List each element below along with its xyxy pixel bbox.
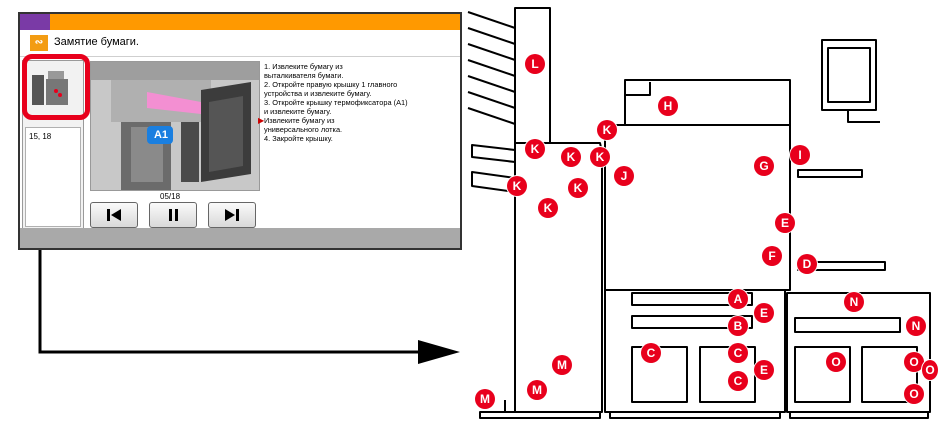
main-unit-lower (604, 289, 786, 413)
marker-l: L (525, 54, 545, 74)
marker-k: K (525, 139, 545, 159)
main-unit-upper (604, 124, 791, 291)
marker-n: N (844, 292, 864, 312)
current-step-arrow-icon: ▶ (258, 116, 265, 125)
title-row: ∾ Замятие бумаги. (20, 30, 460, 57)
jam-location-list: 15, 18 (25, 127, 81, 227)
marker-b: B (728, 316, 748, 336)
finisher-tower (514, 7, 551, 144)
inner-tray (797, 169, 863, 178)
status-bar (20, 14, 460, 30)
pause-button[interactable] (149, 202, 197, 228)
skip-next-icon (225, 209, 239, 221)
instruction-line: 3. Откройте крышку термофиксатора (A1) (264, 98, 408, 107)
screen-title: Замятие бумаги. (54, 36, 139, 48)
jam-photo: A1 (90, 61, 260, 191)
marker-o: O (904, 352, 924, 372)
marker-h: H (658, 96, 678, 116)
photo-label-a1: A1 (153, 129, 169, 141)
instruction-line: 1. Извлеките бумагу из (264, 62, 343, 71)
marker-k: K (568, 178, 588, 198)
machine-thumbnail-image (32, 71, 68, 105)
thumbnail-highlight (22, 54, 90, 120)
marker-m: M (475, 389, 495, 409)
marker-k: K (561, 147, 581, 167)
machine-thumbnail-frame[interactable]: 15, 18 (22, 60, 84, 230)
marker-k: K (538, 198, 558, 218)
marker-o: O (826, 352, 846, 372)
marker-d: D (797, 254, 817, 274)
marker-g: G (754, 156, 774, 176)
instruction-line: и извлеките бумагу. (264, 107, 332, 116)
finisher-body (514, 142, 603, 413)
marker-a: A (728, 289, 748, 309)
playback-controls (90, 202, 256, 228)
instruction-line: универсального лотка. (264, 125, 343, 134)
marker-m: M (552, 355, 572, 375)
marker-o: O (904, 384, 924, 404)
marker-n: N (906, 316, 926, 336)
marker-e: E (775, 213, 795, 233)
instruction-line: 4. Закройте крышку. (264, 134, 333, 143)
pause-icon (169, 209, 178, 221)
instruction-line: 2. Откройте правую крышку 1 главного (264, 80, 398, 89)
instruction-line: выталкивателя бумаги. (264, 71, 344, 80)
jam-guide-screen: ∾ Замятие бумаги. 15, 18 A1 0 (18, 12, 462, 250)
page-counter: 05/18 (160, 192, 181, 201)
marker-e: E (754, 303, 774, 323)
marker-c: C (728, 343, 748, 363)
document-processor (624, 79, 791, 126)
marker-c: C (728, 371, 748, 391)
mailbox-trays (467, 11, 516, 125)
next-button[interactable] (208, 202, 256, 228)
bottom-bar (20, 228, 460, 248)
instruction-line: устройства и извлеките бумагу. (264, 89, 372, 98)
paper-jam-icon: ∾ (30, 35, 48, 51)
previous-button[interactable] (90, 202, 138, 228)
control-panel (821, 39, 880, 123)
marker-c: C (641, 343, 661, 363)
side-feeder (786, 292, 931, 413)
marker-f: F (762, 246, 782, 266)
marker-k: K (597, 120, 617, 140)
marker-k: K (590, 147, 610, 167)
skip-previous-icon (107, 209, 121, 221)
marker-j: J (614, 166, 634, 186)
marker-m: M (527, 380, 547, 400)
marker-i: I (790, 145, 810, 165)
instruction-line-current: Извлеките бумагу из (264, 116, 335, 125)
instruction-text: 1. Извлеките бумагу из выталкивателя бум… (258, 62, 454, 143)
marker-k: K (507, 176, 527, 196)
jam-location-codes: 15, 18 (29, 132, 52, 141)
marker-e: E (754, 360, 774, 380)
marker-o-partial: O (922, 360, 938, 380)
